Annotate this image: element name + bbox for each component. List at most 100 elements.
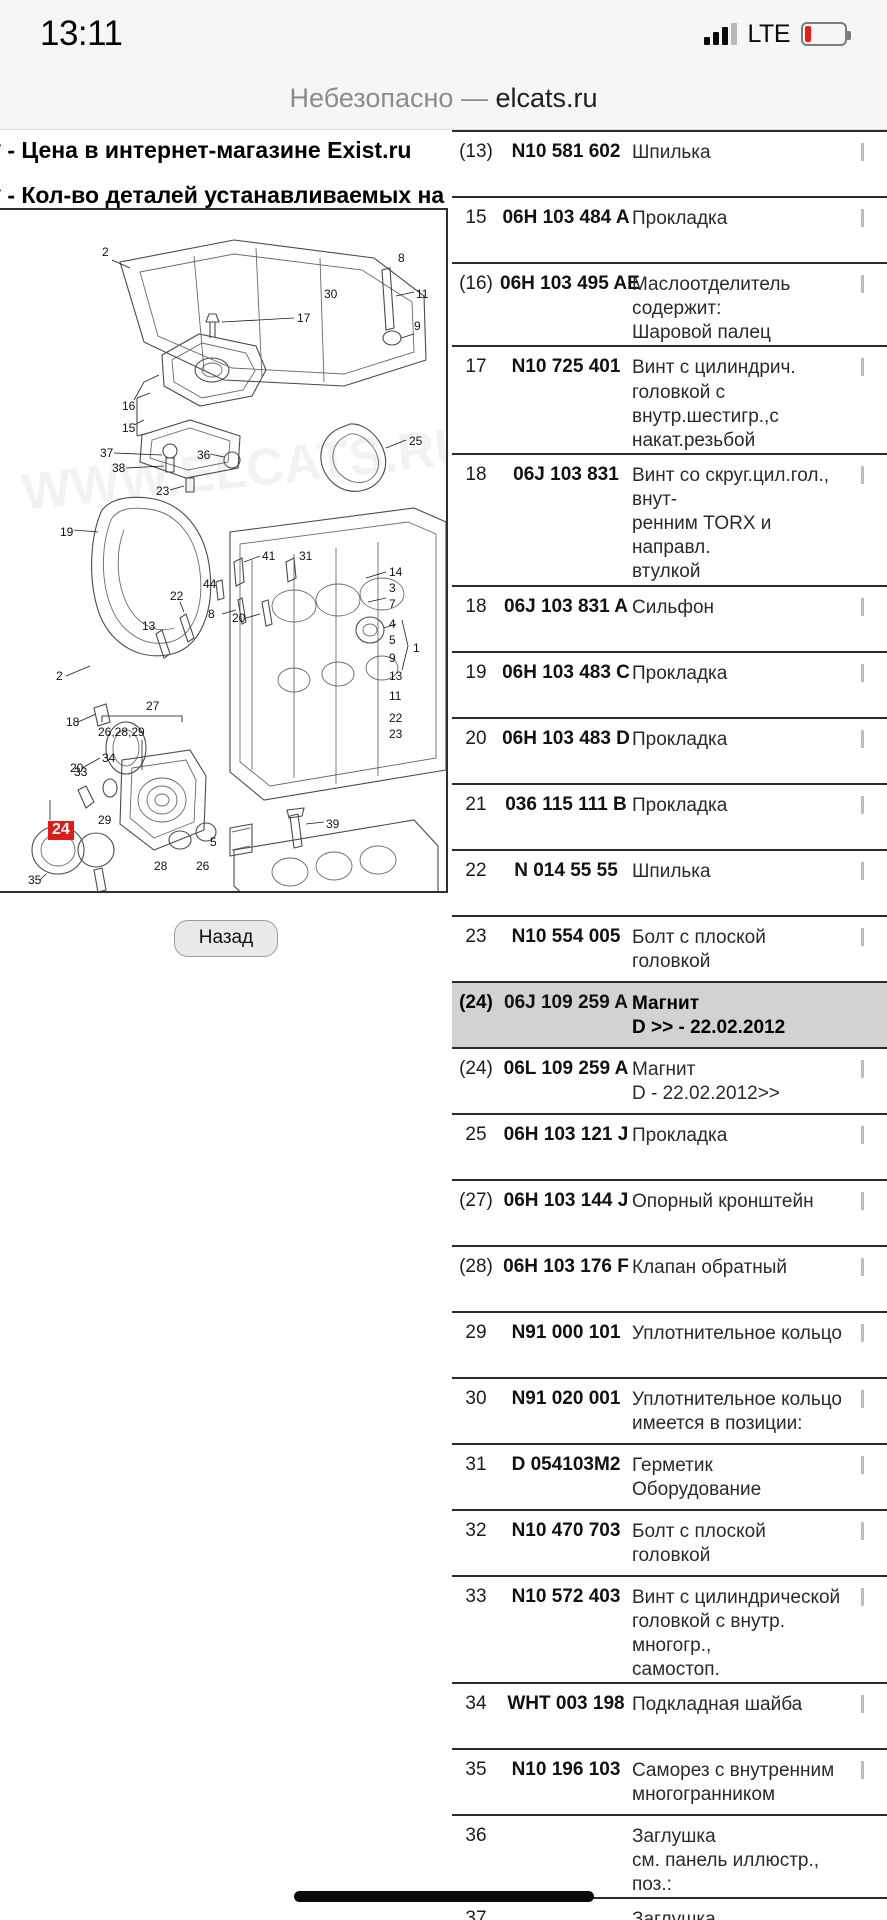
- svg-text:8: 8: [208, 607, 215, 621]
- cell-description: Шпилька: [632, 131, 847, 197]
- svg-text:17: 17: [297, 311, 311, 325]
- browser-address-bar[interactable]: Небезопасно — elcats.ru: [0, 68, 887, 130]
- cell-position: 33: [465, 1585, 487, 1607]
- svg-text:20: 20: [232, 611, 246, 625]
- cell-part-number: 06J 109 259 A: [504, 991, 628, 1013]
- price-column-clip: [861, 143, 864, 161]
- description-primary: Уплотнительное кольцо: [632, 1322, 842, 1344]
- cell-extra: [847, 1180, 887, 1246]
- cell-extra: [847, 1312, 887, 1378]
- cell-part-number: 06H 103 495 AE: [500, 273, 640, 294]
- cell-description: Сильфон: [632, 586, 847, 652]
- back-button[interactable]: Назад: [173, 920, 279, 957]
- svg-text:30: 30: [324, 287, 338, 301]
- svg-text:16: 16: [122, 399, 136, 413]
- description-primary: Герметик: [632, 1454, 713, 1476]
- cell-description: Шпилька: [632, 850, 847, 916]
- svg-text:27: 27: [146, 699, 160, 713]
- table-row[interactable]: 37Заглушкасм. панель иллюстр., поз.:: [452, 1898, 887, 1920]
- price-column-clip: [861, 465, 864, 484]
- cell-position: 34: [465, 1693, 487, 1714]
- price-column-clip: [861, 795, 864, 814]
- svg-text:7: 7: [389, 597, 396, 611]
- security-status-label: Небезопасно: [289, 83, 454, 113]
- cell-position: (16): [459, 273, 493, 294]
- cell-position: 30: [465, 1387, 487, 1409]
- cell-description: Опорный кронштейн: [632, 1180, 847, 1246]
- price-column-clip: [861, 1059, 864, 1078]
- svg-text:19: 19: [60, 525, 74, 539]
- description-secondary: Шаровой палец: [632, 322, 771, 344]
- svg-text:15: 15: [122, 421, 136, 435]
- svg-text:29: 29: [98, 813, 112, 827]
- description-secondary: втулкой: [632, 561, 701, 583]
- legend: * - Цена в интернет-магазине Exist.ru * …: [0, 130, 452, 240]
- svg-text:14: 14: [389, 565, 403, 579]
- svg-text:26: 26: [196, 859, 210, 873]
- price-column-clip: [861, 927, 864, 946]
- svg-text:32: 32: [86, 889, 100, 891]
- description-secondary: D >> - 22.02.2012: [632, 1016, 786, 1038]
- cell-position: 19: [465, 661, 487, 683]
- svg-text:20: 20: [70, 761, 84, 775]
- price-column-clip: [861, 729, 864, 748]
- parts-diagram[interactable]: .ln{fill:none;stroke:#4a4a4a;stroke-widt…: [0, 208, 448, 893]
- illustration-panel: * - Цена в интернет-магазине Exist.ru * …: [0, 130, 452, 1920]
- svg-text:41: 41: [262, 549, 276, 563]
- cell-part-number: 06H 103 176 F: [503, 1255, 629, 1277]
- cell-extra: [847, 1749, 887, 1815]
- cell-extra: [847, 784, 887, 850]
- cell-extra: [847, 346, 887, 454]
- cell-part-number: 06H 103 483 D: [502, 727, 630, 749]
- back-button-container: Назад: [0, 920, 452, 957]
- cell-position: 15: [465, 207, 487, 228]
- svg-text:4: 4: [389, 617, 396, 631]
- price-column-clip: [861, 663, 864, 682]
- cell-part-number: N10 470 703: [511, 1519, 621, 1541]
- svg-text:1: 1: [413, 641, 420, 655]
- diagram-highlight-position-24[interactable]: 24: [48, 821, 74, 840]
- cell-part-number: N10 581 602: [511, 141, 621, 162]
- cell-extra: [847, 982, 887, 1048]
- cell-position: 17: [465, 356, 487, 378]
- cell-extra: [847, 1683, 887, 1749]
- description-secondary: самостоп.: [632, 1658, 720, 1680]
- svg-text:44: 44: [203, 577, 217, 591]
- cell-extra: [847, 1048, 887, 1114]
- home-indicator[interactable]: [293, 1891, 594, 1902]
- cell-extra: [847, 263, 887, 346]
- description-primary: Магнит: [632, 992, 700, 1014]
- description-primary: Шпилька: [632, 142, 711, 163]
